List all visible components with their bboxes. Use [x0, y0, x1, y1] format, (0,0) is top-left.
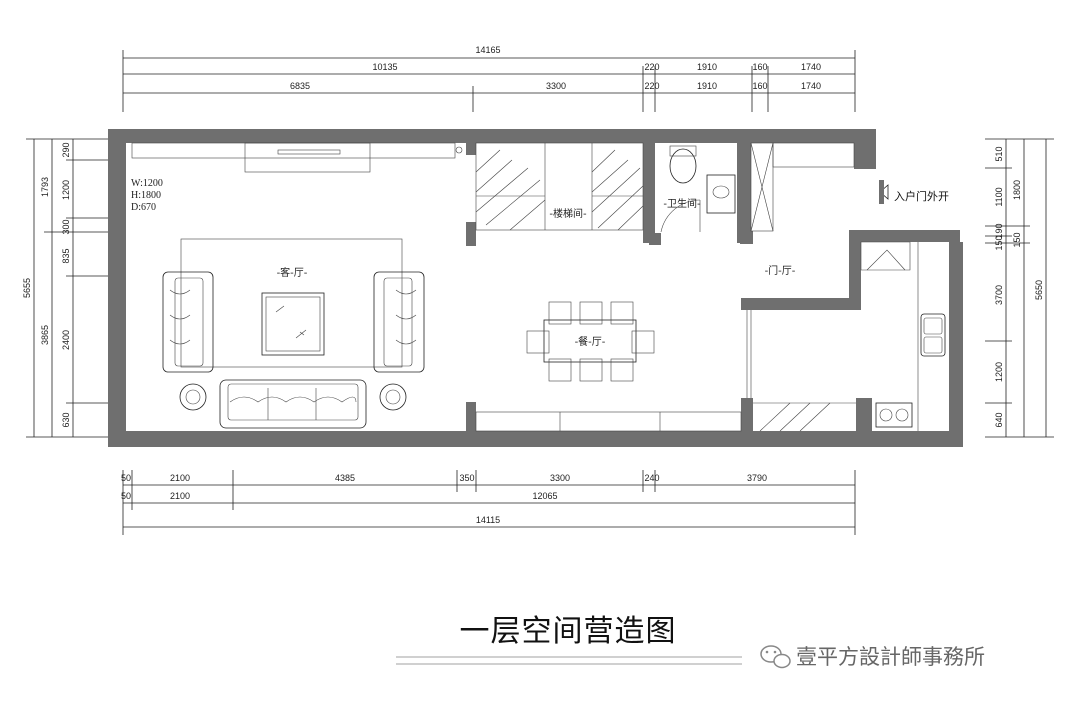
walls [108, 129, 963, 447]
dim-bottom-row2: 2100 [170, 491, 190, 501]
dim-top-row3: 1740 [801, 81, 821, 91]
bathroom: -卫生间- [660, 142, 774, 233]
room-label-foyer: -门-厅- [765, 264, 796, 277]
dim-bottom-row1: 3790 [747, 473, 767, 483]
dim-bottom-overall: 14115 [476, 515, 500, 525]
right-dimensions: 510 1100 190 150 3700 1200 640 1800 150 … [985, 138, 1054, 438]
dim-bottom-row1: 4385 [335, 473, 355, 483]
room-label-living: -客-厅- [277, 266, 308, 279]
dim-bottom-row1: 3300 [550, 473, 570, 483]
dim-left-mid: 1793 [40, 177, 50, 197]
dim-top-row2: 10135 [372, 62, 397, 72]
dim-bottom-row1: 350 [459, 473, 474, 483]
dim-right-mid: 150 [1012, 232, 1022, 247]
left-dimensions: 290 1200 300 835 2400 630 1793 3865 5655 [22, 138, 108, 438]
dim-bottom-row1: 50 [121, 473, 131, 483]
tv-spec-width: W:1200 [131, 178, 163, 189]
dim-left-inner: 290 [61, 142, 71, 157]
dining-room: -餐-厅- [475, 301, 742, 432]
dim-top-row3: 3300 [546, 81, 566, 91]
dim-top-row2: 160 [752, 62, 767, 72]
tv-spec-depth: D:670 [131, 202, 156, 213]
dim-left-inner: 1200 [61, 180, 71, 200]
dim-top-overall: 14165 [475, 45, 500, 55]
dim-right-inner: 510 [994, 146, 1004, 161]
dim-right-outer: 5650 [1034, 280, 1044, 300]
staircase: -楼梯间- [475, 142, 644, 231]
entrance-label: 入户门外开 [894, 189, 949, 203]
dim-top-row2: 1910 [697, 62, 717, 72]
dim-bottom-row2: 12065 [532, 491, 557, 501]
kitchen [753, 241, 946, 432]
bottom-dimensions: 50 2100 4385 350 3300 240 3790 50 2100 1… [121, 470, 856, 535]
room-label-bath: -卫生间- [663, 197, 701, 210]
dim-top-row3: 220 [644, 81, 659, 91]
dim-right-inner: 1200 [994, 362, 1004, 382]
wechat-icon [760, 645, 791, 669]
dim-top-row3: 160 [752, 81, 767, 91]
dim-right-mid: 1800 [1012, 180, 1022, 200]
dim-top-row3: 1910 [697, 81, 717, 91]
dim-right-inner: 640 [994, 412, 1004, 427]
dim-right-inner: 150 [994, 235, 1004, 250]
watermark: 壹平方設計師事務所 [796, 645, 985, 669]
dim-top-row2: 1740 [801, 62, 821, 72]
dim-top-row3: 6835 [290, 81, 310, 91]
drawing-caption: 一层空间营造图 [460, 614, 677, 649]
dim-left-mid: 3865 [40, 325, 50, 345]
tv-spec-height: H:1800 [131, 190, 161, 201]
dim-bottom-row2: 50 [121, 491, 131, 501]
living-room: W:1200 H:1800 D:670 -客-厅- [131, 142, 463, 429]
dim-bottom-row1: 240 [644, 473, 659, 483]
top-dimensions: 14165 10135 220 1910 160 1740 6835 3300 … [122, 45, 856, 112]
dim-right-inner: 3700 [994, 285, 1004, 305]
dim-right-inner: 190 [994, 223, 1004, 238]
dim-left-inner: 300 [61, 219, 71, 234]
foyer: 入户门外开 -门-厅- [746, 142, 949, 398]
room-label-dining: -餐-厅- [575, 335, 606, 348]
dim-right-inner: 1100 [994, 187, 1004, 206]
dim-left-outer: 5655 [22, 278, 32, 298]
room-label-stair: -楼梯间- [549, 207, 587, 220]
dim-left-inner: 630 [61, 412, 71, 427]
dim-left-inner: 2400 [61, 330, 71, 350]
dim-top-row2: 220 [644, 62, 659, 72]
dim-left-inner: 835 [61, 248, 71, 263]
dim-bottom-row1: 2100 [170, 473, 190, 483]
